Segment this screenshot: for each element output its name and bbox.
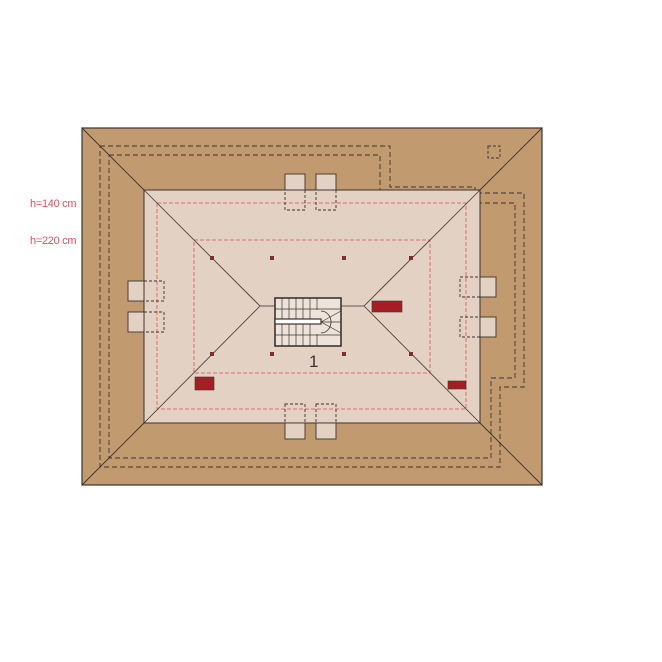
hip-line-bottom-left xyxy=(81,422,145,486)
hip-line-top-right xyxy=(479,127,543,191)
dormer-right-top xyxy=(459,276,497,298)
dormer-top-left xyxy=(284,173,306,211)
dormer-top-right xyxy=(315,173,337,211)
column xyxy=(210,352,214,356)
dormer-left-top xyxy=(127,280,165,302)
chimney-bottom-left xyxy=(194,376,215,391)
chimney-bottom-right xyxy=(447,380,467,390)
column xyxy=(270,256,274,260)
column xyxy=(409,256,413,260)
hip-line-bottom-right xyxy=(479,422,543,486)
column xyxy=(270,352,274,356)
chimney-dashed xyxy=(487,145,501,159)
column xyxy=(210,256,214,260)
height-label-220: h=220 cm xyxy=(30,235,77,247)
column xyxy=(409,352,413,356)
chimney-center-right xyxy=(371,300,403,313)
height-label-140: h=140 cm xyxy=(30,198,77,210)
dormer-left-bottom xyxy=(127,311,165,333)
room-number: 1 xyxy=(309,352,318,371)
ridge-hip-br xyxy=(363,305,481,424)
column xyxy=(342,352,346,356)
ridge-hip-tl xyxy=(143,189,261,307)
dormer-bottom-left xyxy=(284,403,306,440)
staircase xyxy=(274,297,342,347)
inner-wall-dashed xyxy=(108,154,516,459)
dormer-right-bottom xyxy=(459,316,497,338)
height-line-220 xyxy=(193,239,431,374)
column xyxy=(342,256,346,260)
dormer-bottom-right xyxy=(315,403,337,440)
ridge-hip-bl xyxy=(143,305,261,424)
hip-line-top-left xyxy=(81,127,145,191)
ridge-hip-tr xyxy=(363,189,481,307)
height-line-140 xyxy=(156,202,467,410)
